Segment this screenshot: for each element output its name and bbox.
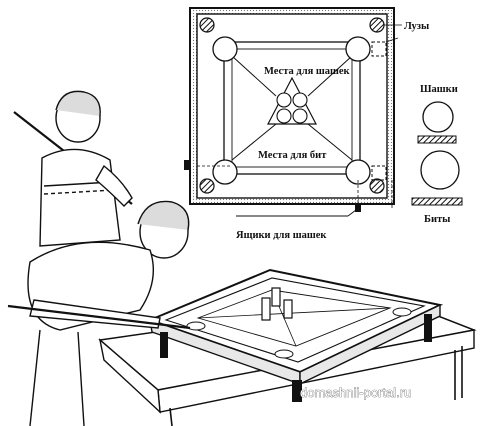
standing-boy xyxy=(13,90,133,247)
label-checkers: Шашки xyxy=(420,84,458,95)
striker-piece xyxy=(420,150,460,190)
striker-spots xyxy=(212,36,371,185)
checker-piece xyxy=(422,101,454,133)
label-checker-spots: Места для шашек xyxy=(264,66,351,77)
label-drawers: Ящики для шашек xyxy=(236,230,327,241)
watermark: domashnii-portal.ru xyxy=(300,385,411,400)
checker-side-view xyxy=(417,135,457,144)
label-pockets: Лузы xyxy=(404,21,429,32)
legend-pieces: Шашки Биты xyxy=(411,84,463,225)
checker-spots xyxy=(276,92,308,124)
table-scene xyxy=(98,268,477,426)
label-striker-spots: Места для бит xyxy=(258,150,327,161)
play-square xyxy=(223,41,361,175)
striker-side-view xyxy=(411,197,463,206)
label-strikers: Биты xyxy=(424,214,450,225)
board-plan-diagram: Лузы Места для шашек Места для бит Ящики… xyxy=(184,7,429,241)
leaning-boy xyxy=(7,200,191,426)
